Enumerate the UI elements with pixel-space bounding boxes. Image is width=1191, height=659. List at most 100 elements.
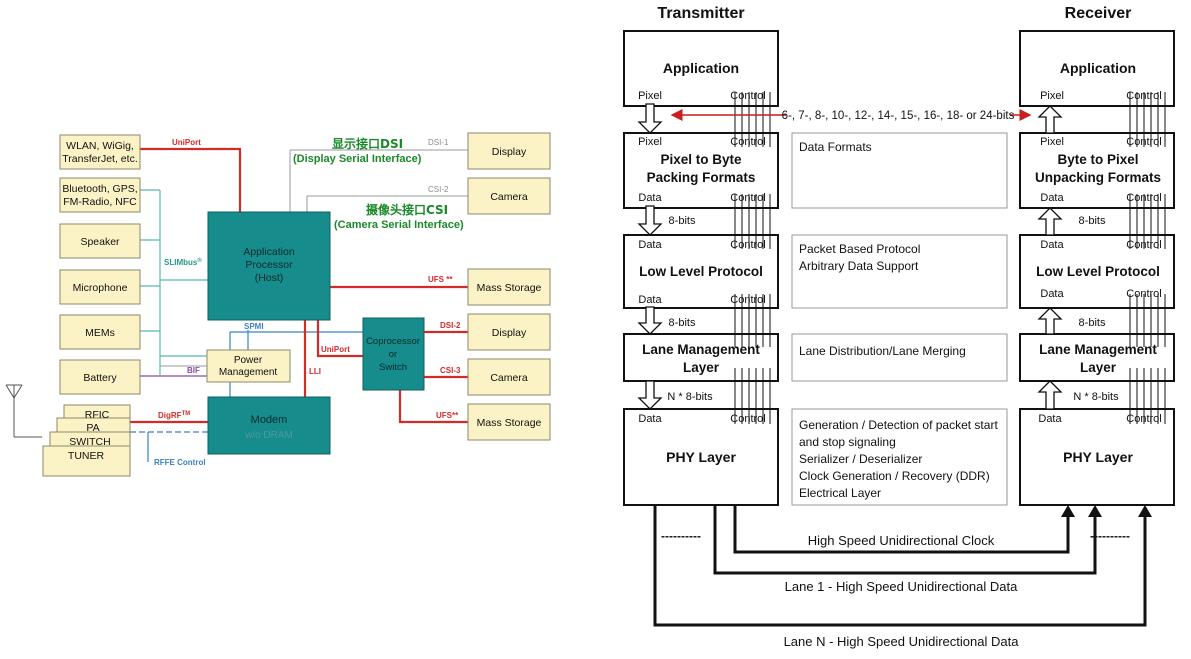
digrf-label: DigRFTM bbox=[158, 411, 190, 420]
rx-data1-label: Data bbox=[1040, 192, 1064, 204]
speaker-box bbox=[59, 223, 141, 259]
csi-cn-annotation: 摄像头接口CSI bbox=[366, 202, 448, 217]
rffe-label: RFFE Control bbox=[154, 458, 206, 467]
phy-desc-3: Serializer / Deserializer bbox=[799, 452, 922, 466]
receiver-title: Receiver bbox=[1065, 5, 1132, 22]
dsi1-label: DSI-1 bbox=[428, 138, 449, 147]
mass-storage2-label: Mass Storage bbox=[477, 417, 542, 429]
battery-label: Battery bbox=[83, 372, 117, 384]
csi2-label: CSI-2 bbox=[428, 185, 449, 194]
tx-pack-label-2: Packing Formats bbox=[647, 170, 756, 185]
rx-8bits-b-label: 8-bits bbox=[1079, 317, 1106, 329]
lane-box bbox=[791, 333, 1008, 382]
rx-control3-label: Control bbox=[1126, 192, 1161, 204]
mems-box bbox=[59, 314, 141, 350]
tx-llp-label: Low Level Protocol bbox=[639, 264, 763, 279]
power-label: Power bbox=[234, 355, 263, 366]
tx-data3-label: Data bbox=[638, 294, 662, 306]
modem-label: Modem bbox=[251, 414, 288, 426]
tx-phy-label: PHY Layer bbox=[666, 449, 736, 465]
csi-en-annotation: (Camera Serial Interface) bbox=[334, 219, 464, 231]
display1-box bbox=[467, 132, 551, 170]
rx-control5-label: Control bbox=[1126, 288, 1161, 300]
tx-llp-box bbox=[623, 234, 779, 309]
tx-lane-box bbox=[623, 333, 779, 382]
display2-label: Display bbox=[492, 327, 527, 339]
bluetooth-box bbox=[59, 177, 141, 213]
switch-label: SWITCH bbox=[69, 436, 110, 448]
wlan-label-2: TransferJet, etc. bbox=[62, 153, 137, 165]
lane1-label: Lane 1 - High Speed Unidirectional Data bbox=[785, 579, 1018, 594]
lli-label: LLI bbox=[309, 367, 321, 376]
transmitter-title: Transmitter bbox=[657, 5, 744, 22]
tx-stack bbox=[623, 30, 779, 506]
tx-control6-label: Control bbox=[730, 413, 765, 425]
ap-label-2: Processor bbox=[245, 259, 293, 271]
rx-llp-box bbox=[1019, 234, 1175, 309]
tuner-label: TUNER bbox=[68, 450, 105, 462]
antenna-icon bbox=[5, 384, 42, 438]
tx-control2-label: Control bbox=[730, 136, 765, 148]
tx-phy-box bbox=[623, 408, 779, 506]
formats-label: Data Formats bbox=[799, 140, 872, 154]
peripheral-boxes bbox=[42, 132, 551, 477]
power-label-2: Management bbox=[219, 367, 278, 378]
dots-right: ---------- bbox=[1090, 529, 1130, 543]
lane-desc-label: Lane Distribution/Lane Merging bbox=[799, 344, 966, 358]
tx-control5-label: Control bbox=[730, 294, 765, 306]
tx-application-label: Application bbox=[663, 60, 739, 76]
phy-desc-5: Electrical Layer bbox=[799, 486, 881, 500]
dsi2-label: DSI-2 bbox=[440, 321, 461, 330]
dsi-en-annotation: (Display Serial Interface) bbox=[293, 153, 422, 165]
rx-application-label: Application bbox=[1060, 60, 1136, 76]
packet-box bbox=[791, 234, 1008, 309]
tx-nbits-label: N * 8-bits bbox=[667, 391, 713, 403]
microphone-box bbox=[59, 269, 141, 305]
speaker-label: Speaker bbox=[80, 236, 120, 248]
rx-control4-label: Control bbox=[1126, 239, 1161, 251]
tuner-box bbox=[42, 445, 131, 477]
csi3-label: CSI-3 bbox=[440, 366, 461, 375]
bluetooth-label-2: FM-Radio, NFC bbox=[63, 196, 137, 208]
right-diagram: Transmitter Receiver bbox=[623, 5, 1175, 649]
modem-box bbox=[207, 396, 331, 455]
tx-lane-label-1: Lane Management bbox=[642, 342, 760, 357]
rx-phy-label: PHY Layer bbox=[1063, 449, 1133, 465]
camera2-box bbox=[467, 358, 551, 396]
rx-lane-label-1: Lane Management bbox=[1039, 342, 1157, 357]
cop-label-1: Coprocessor bbox=[366, 336, 420, 347]
tx-data4-label: Data bbox=[638, 413, 662, 425]
tx-lane-label-2: Layer bbox=[683, 360, 720, 375]
tx-pack-label-1: Pixel to Byte bbox=[660, 152, 742, 167]
tx-control3-label: Control bbox=[730, 192, 765, 204]
wlan-label: WLAN, WiGig, bbox=[66, 140, 134, 152]
rx-8bits-a-label: 8-bits bbox=[1079, 215, 1106, 227]
bif-label: BIF bbox=[187, 366, 200, 375]
microphone-label: Microphone bbox=[73, 282, 128, 294]
dsi-cn-annotation: 显示接口DSI bbox=[332, 136, 403, 151]
spmi-label: SPMI bbox=[244, 322, 264, 331]
tx-control-label: Control bbox=[730, 90, 765, 102]
rx-phy-box bbox=[1019, 408, 1175, 506]
mems-label: MEMs bbox=[85, 327, 115, 339]
uniport2-label: UniPort bbox=[321, 345, 350, 354]
packet-label-1: Packet Based Protocol bbox=[799, 242, 920, 256]
tx-data2-label: Data bbox=[638, 239, 662, 251]
rx-lane-box bbox=[1019, 333, 1175, 382]
rx-control6-label: Control bbox=[1126, 413, 1161, 425]
tx-data1-label: Data bbox=[638, 192, 662, 204]
left-diagram: WLAN, WiGig, TransferJet, etc. Bluetooth… bbox=[5, 132, 551, 477]
packet-label-2: Arbitrary Data Support bbox=[799, 259, 919, 273]
formats-box bbox=[791, 132, 1008, 209]
phy-desc-2: and stop signaling bbox=[799, 435, 896, 449]
lane-arrowheads bbox=[1061, 505, 1152, 517]
tx-control4-label: Control bbox=[730, 239, 765, 251]
lanen-label: Lane N - High Speed Unidirectional Data bbox=[784, 634, 1020, 649]
battery-box bbox=[59, 359, 141, 395]
tx-8bits-b-label: 8-bits bbox=[669, 317, 696, 329]
tx-8bits-a-label: 8-bits bbox=[669, 215, 696, 227]
tx-pixel2-label: Pixel bbox=[638, 136, 662, 148]
phy-desc-4: Clock Generation / Recovery (DDR) bbox=[799, 469, 990, 483]
bitwidths-label: 6-, 7-, 8-, 10-, 12-, 14-, 15-, 16-, 18-… bbox=[782, 110, 1015, 122]
